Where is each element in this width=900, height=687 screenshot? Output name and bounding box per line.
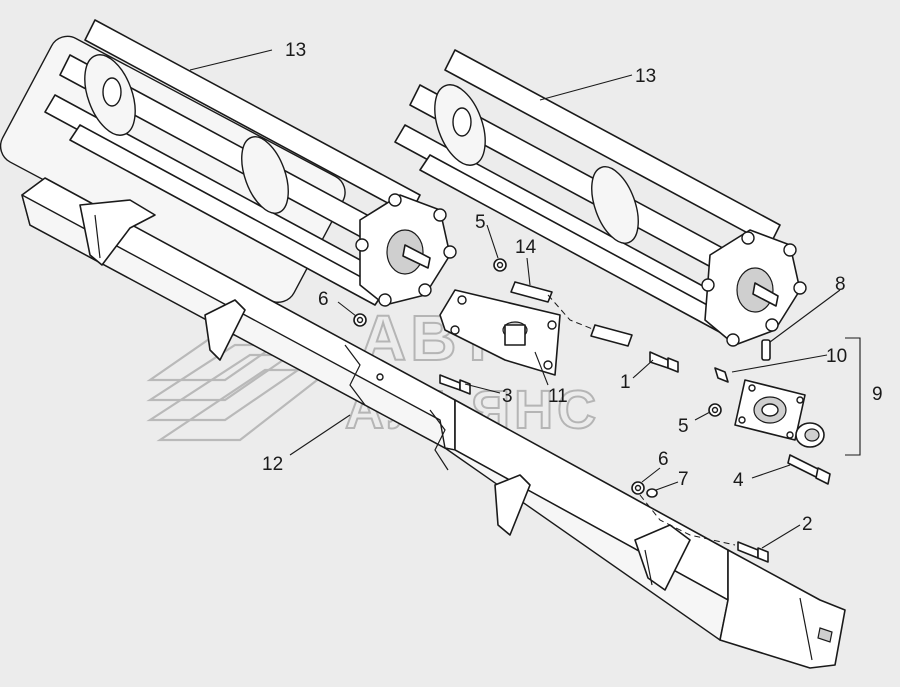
callout-5-upper: 5 <box>475 212 486 233</box>
roller-left-end-plate <box>355 193 457 307</box>
frame-bracket-left <box>79 199 156 266</box>
roller-right-end-plate <box>701 229 807 347</box>
bearing-housing-9 <box>734 379 806 441</box>
mounting-plate <box>439 289 561 376</box>
frame-beam <box>21 177 846 669</box>
grease-fitting-10 <box>714 367 729 383</box>
callout-6-left: 6 <box>318 289 329 310</box>
callout-1: 1 <box>620 372 631 393</box>
callout-3: 3 <box>502 386 513 407</box>
frame-bracket-right <box>634 524 691 591</box>
link-strip-upper <box>510 281 553 303</box>
callouts: 13 13 14 5 6 11 1 3 12 8 10 9 5 4 6 7 2 <box>262 40 883 535</box>
nut-5-lower <box>708 403 722 417</box>
leader-lines <box>189 49 861 549</box>
washer-7 <box>646 488 658 498</box>
bolt-4 <box>787 454 831 485</box>
link-strip-lower <box>590 324 633 347</box>
bolt-2 <box>737 541 769 563</box>
roller-right-bars <box>394 49 781 336</box>
callout-11: 11 <box>548 386 568 407</box>
callout-13-left: 13 <box>285 40 306 61</box>
callout-8: 8 <box>835 274 846 295</box>
nut-5-upper <box>493 258 507 272</box>
callout-7: 7 <box>678 469 689 490</box>
callout-6-lower: 6 <box>658 449 669 470</box>
callout-9: 9 <box>872 384 883 405</box>
callout-4: 4 <box>733 470 744 491</box>
callout-14: 14 <box>515 237 537 258</box>
roller-left <box>0 19 457 307</box>
callout-5-lower: 5 <box>678 416 689 437</box>
callout-10: 10 <box>826 346 847 367</box>
bolt-1 <box>649 351 679 373</box>
callout-2: 2 <box>802 514 813 535</box>
frame-bracket-mid <box>204 299 246 361</box>
bolt-3 <box>439 374 471 395</box>
roller-right <box>394 49 807 347</box>
bearing-9 <box>795 422 825 448</box>
frame-bracket-lower <box>494 474 531 536</box>
pin-8 <box>761 339 771 361</box>
callout-12: 12 <box>262 454 283 475</box>
nut-6-lower <box>631 481 645 495</box>
nut-6-left <box>353 313 367 327</box>
callout-13-right: 13 <box>635 66 656 87</box>
